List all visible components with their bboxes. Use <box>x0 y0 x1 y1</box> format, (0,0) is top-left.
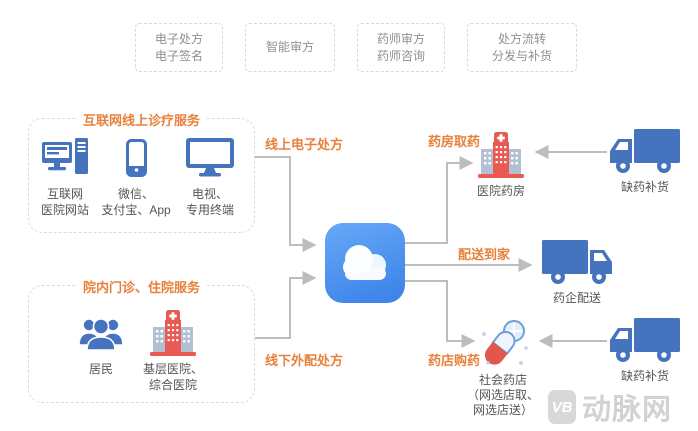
destination-enterprise-delivery: 药企配送 <box>538 238 616 306</box>
capability-box-smart-review: 智能审方 <box>245 23 335 72</box>
hospital-pharmacy-icon <box>476 131 526 179</box>
source-label: 基层医院、 综合医院 <box>142 362 203 392</box>
flow-label-home-delivery: 配送到家 <box>458 247 511 262</box>
destination-restock-bottom: 缺药补货 <box>606 316 684 384</box>
watermark-vb-logo-icon: VB <box>548 390 576 424</box>
group-online-services: 互联网线上诊疗服务 互联网 医院网站 <box>28 110 255 233</box>
group-inhospital-services: 院内门诊、住院服务 居民 <box>28 277 255 403</box>
capability-box-rx-circulation: 处方流转 分发与补货 <box>467 23 577 72</box>
residents-icon <box>79 310 123 356</box>
channel-label: 互联网 医院网站 <box>40 187 89 217</box>
capability-box-pharmacist-review: 药师审方 药师咨询 <box>357 23 445 72</box>
hospital-icon <box>148 310 198 356</box>
group-title: 院内门诊、住院服务 <box>76 277 207 296</box>
capability-label: 电子处方 电子签名 <box>154 31 203 63</box>
connector-online-to-hub <box>255 156 317 252</box>
destination-social-pharmacy: 社会药店 （网选店取、 网选店送） <box>459 318 547 418</box>
destination-label: 缺药补货 <box>620 180 669 194</box>
connector-hub-to-social-pharmacy <box>405 280 476 348</box>
destination-label: 药企配送 <box>552 291 601 305</box>
destination-restock-top: 缺药补货 <box>606 127 684 195</box>
truck-icon <box>541 238 613 286</box>
source-label: 居民 <box>88 362 113 376</box>
pills-icon <box>476 318 530 368</box>
destination-label: 医院药房 <box>476 184 525 198</box>
capability-label: 智能审方 <box>265 40 314 54</box>
channel-tv-terminal: 电视、 专用终端 <box>175 135 245 218</box>
connector-offline-to-hub <box>255 271 317 339</box>
capability-box-eprescription: 电子处方 电子签名 <box>135 23 223 72</box>
flow-label-online-rx: 线上电子处方 <box>265 137 344 152</box>
truck-icon <box>609 316 681 364</box>
destination-hospital-pharmacy: 医院药房 <box>466 131 536 199</box>
channel-wechat-alipay-app: 微信、 支付宝、App <box>94 135 178 218</box>
truck-icon <box>609 127 681 175</box>
group-title: 互联网线上诊疗服务 <box>76 110 207 129</box>
capability-label: 药师审方 药师咨询 <box>376 31 425 63</box>
connector-hub-to-hospital-pharmacy <box>405 156 474 244</box>
desktop-computer-icon <box>42 135 88 181</box>
destination-label: 社会药店 （网选店取、 网选店送） <box>466 373 539 417</box>
source-residents: 居民 <box>65 310 137 377</box>
channel-internet-hospital-site: 互联网 医院网站 <box>29 135 101 218</box>
watermark: VB 动脉网 <box>548 386 672 428</box>
smartphone-icon <box>125 135 147 181</box>
channel-label: 微信、 支付宝、App <box>101 187 171 217</box>
watermark-brand-text: 动脉网 <box>582 394 673 426</box>
flow-label-store-purchase: 药店购药 <box>428 353 481 368</box>
flow-label-offline-rx: 线下外配处方 <box>265 353 344 368</box>
destination-label: 缺药补货 <box>620 369 669 383</box>
channel-label: 电视、 专用终端 <box>185 187 234 217</box>
capability-label: 处方流转 分发与补货 <box>491 31 552 63</box>
tv-terminal-icon <box>186 135 234 181</box>
cloud-platform-icon <box>325 223 405 303</box>
source-hospitals: 基层医院、 综合医院 <box>133 310 213 393</box>
flow-label-pharmacy-pickup: 药房取药 <box>428 134 481 149</box>
